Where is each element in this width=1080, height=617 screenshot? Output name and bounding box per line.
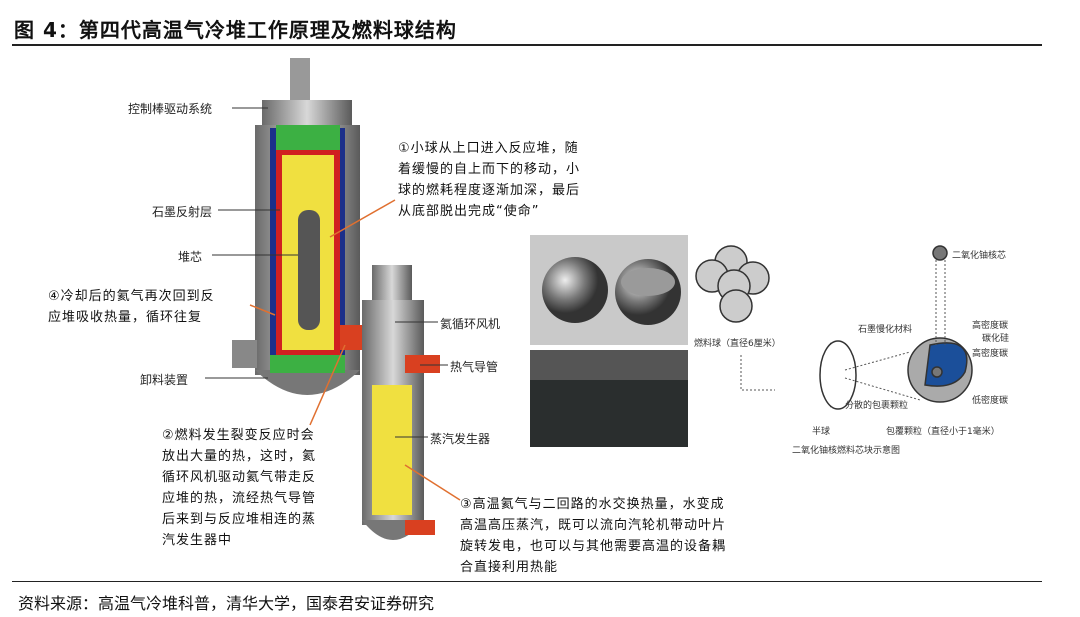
label-coated: 包覆颗粒（直径小于1毫米） [886, 427, 1000, 437]
label-sic: 碳化硅 [982, 334, 1010, 344]
steam-generator [362, 265, 440, 540]
pebble-bed-photo [530, 350, 688, 447]
note-4: ④冷却后的氦气再次回到反应堆吸收热量，循环往复 [48, 289, 215, 325]
label-discharge: 卸料装置 [140, 373, 189, 387]
reactor-vessel [232, 58, 370, 395]
label-hd-carbon-1: 高密度碳 [972, 321, 1009, 331]
label-fuel-ball: 燃料球（直径6厘米） [694, 339, 781, 349]
label-core: 堆芯 [178, 250, 203, 264]
note-3: ③高温氦气与二回路的水交换热量，水变成高温高压蒸汽，既可以流向汽轮机带动叶片旋转… [460, 497, 727, 575]
label-hd-carbon-2: 高密度碳 [972, 349, 1009, 359]
label-hemisphere: 半球 [812, 427, 831, 437]
top-rule [12, 44, 1042, 46]
fuel-ball-photo [530, 235, 688, 345]
label-ld-carbon: 低密度碳 [972, 396, 1009, 406]
label-hot-duct: 热气导管 [450, 360, 499, 374]
note-1: ①小球从上口进入反应堆，随着缓慢的自上而下的移动，小球的燃耗程度逐渐加深，最后从… [398, 141, 581, 219]
label-kernel: 二氧化铀核芯 [952, 251, 1007, 261]
label-matrix: 石墨慢化材料 [858, 325, 913, 335]
diagram-caption: 二氧化铀核燃料芯块示意图 [792, 446, 901, 456]
fuel-schematic [695, 245, 973, 410]
note-2: ②燃料发生裂变反应时会放出大量的热，这时，氦循环风机驱动氦气带走反应堆的热，流经… [162, 428, 317, 548]
figure-title: 图 4：第四代高温气冷堆工作原理及燃料球结构 [14, 18, 457, 42]
label-control-rod: 控制棒驱动系统 [128, 102, 213, 116]
label-graphite: 石墨反射层 [152, 205, 213, 219]
label-fan: 氦循环风机 [440, 317, 501, 331]
source-note: 资料来源：高温气冷堆科普，清华大学，国泰君安证券研究 [18, 594, 435, 613]
bottom-rule [12, 581, 1042, 582]
label-particles: 分散的包裹颗粒 [845, 401, 909, 411]
label-steam-gen: 蒸汽发生器 [430, 432, 491, 446]
